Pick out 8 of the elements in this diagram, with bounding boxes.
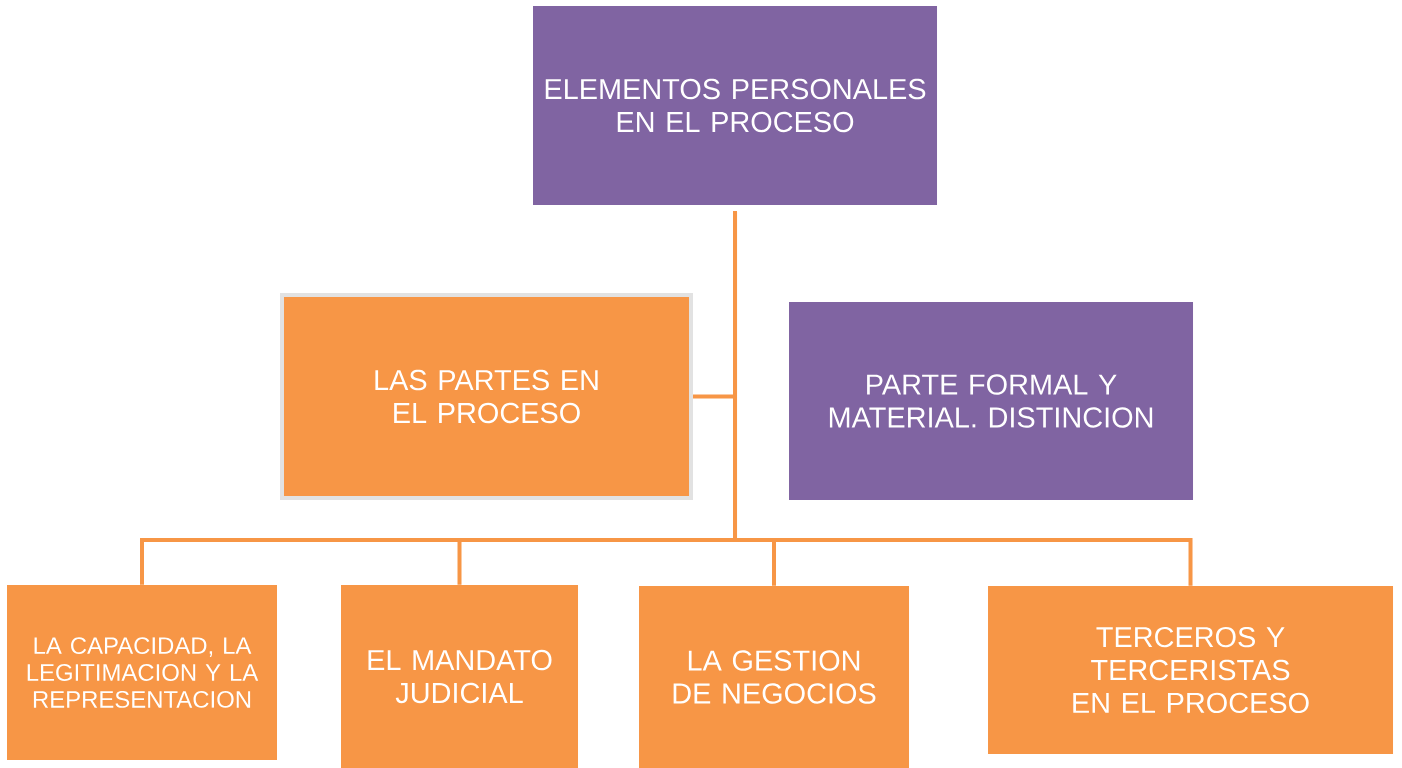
- process-box: LA GESTION DE NEGOCIOS: [639, 586, 909, 768]
- process-box: LA CAPACIDAD, LA LEGITIMACION Y LA REPRESENTACION: [7, 585, 277, 760]
- process-box: PARTE FORMAL Y MATERIAL. DISTINCION: [789, 302, 1193, 500]
- process-box: TERCEROS Y TERCERISTAS EN EL PROCESO: [988, 586, 1393, 754]
- connector-line: [733, 211, 1193, 586]
- process-box: EL MANDATO JUDICIAL: [341, 585, 578, 768]
- process-box: LAS PARTES EN EL PROCESO: [280, 293, 693, 500]
- process-box: ELEMENTOS PERSONALES EN EL PROCESO: [533, 6, 937, 205]
